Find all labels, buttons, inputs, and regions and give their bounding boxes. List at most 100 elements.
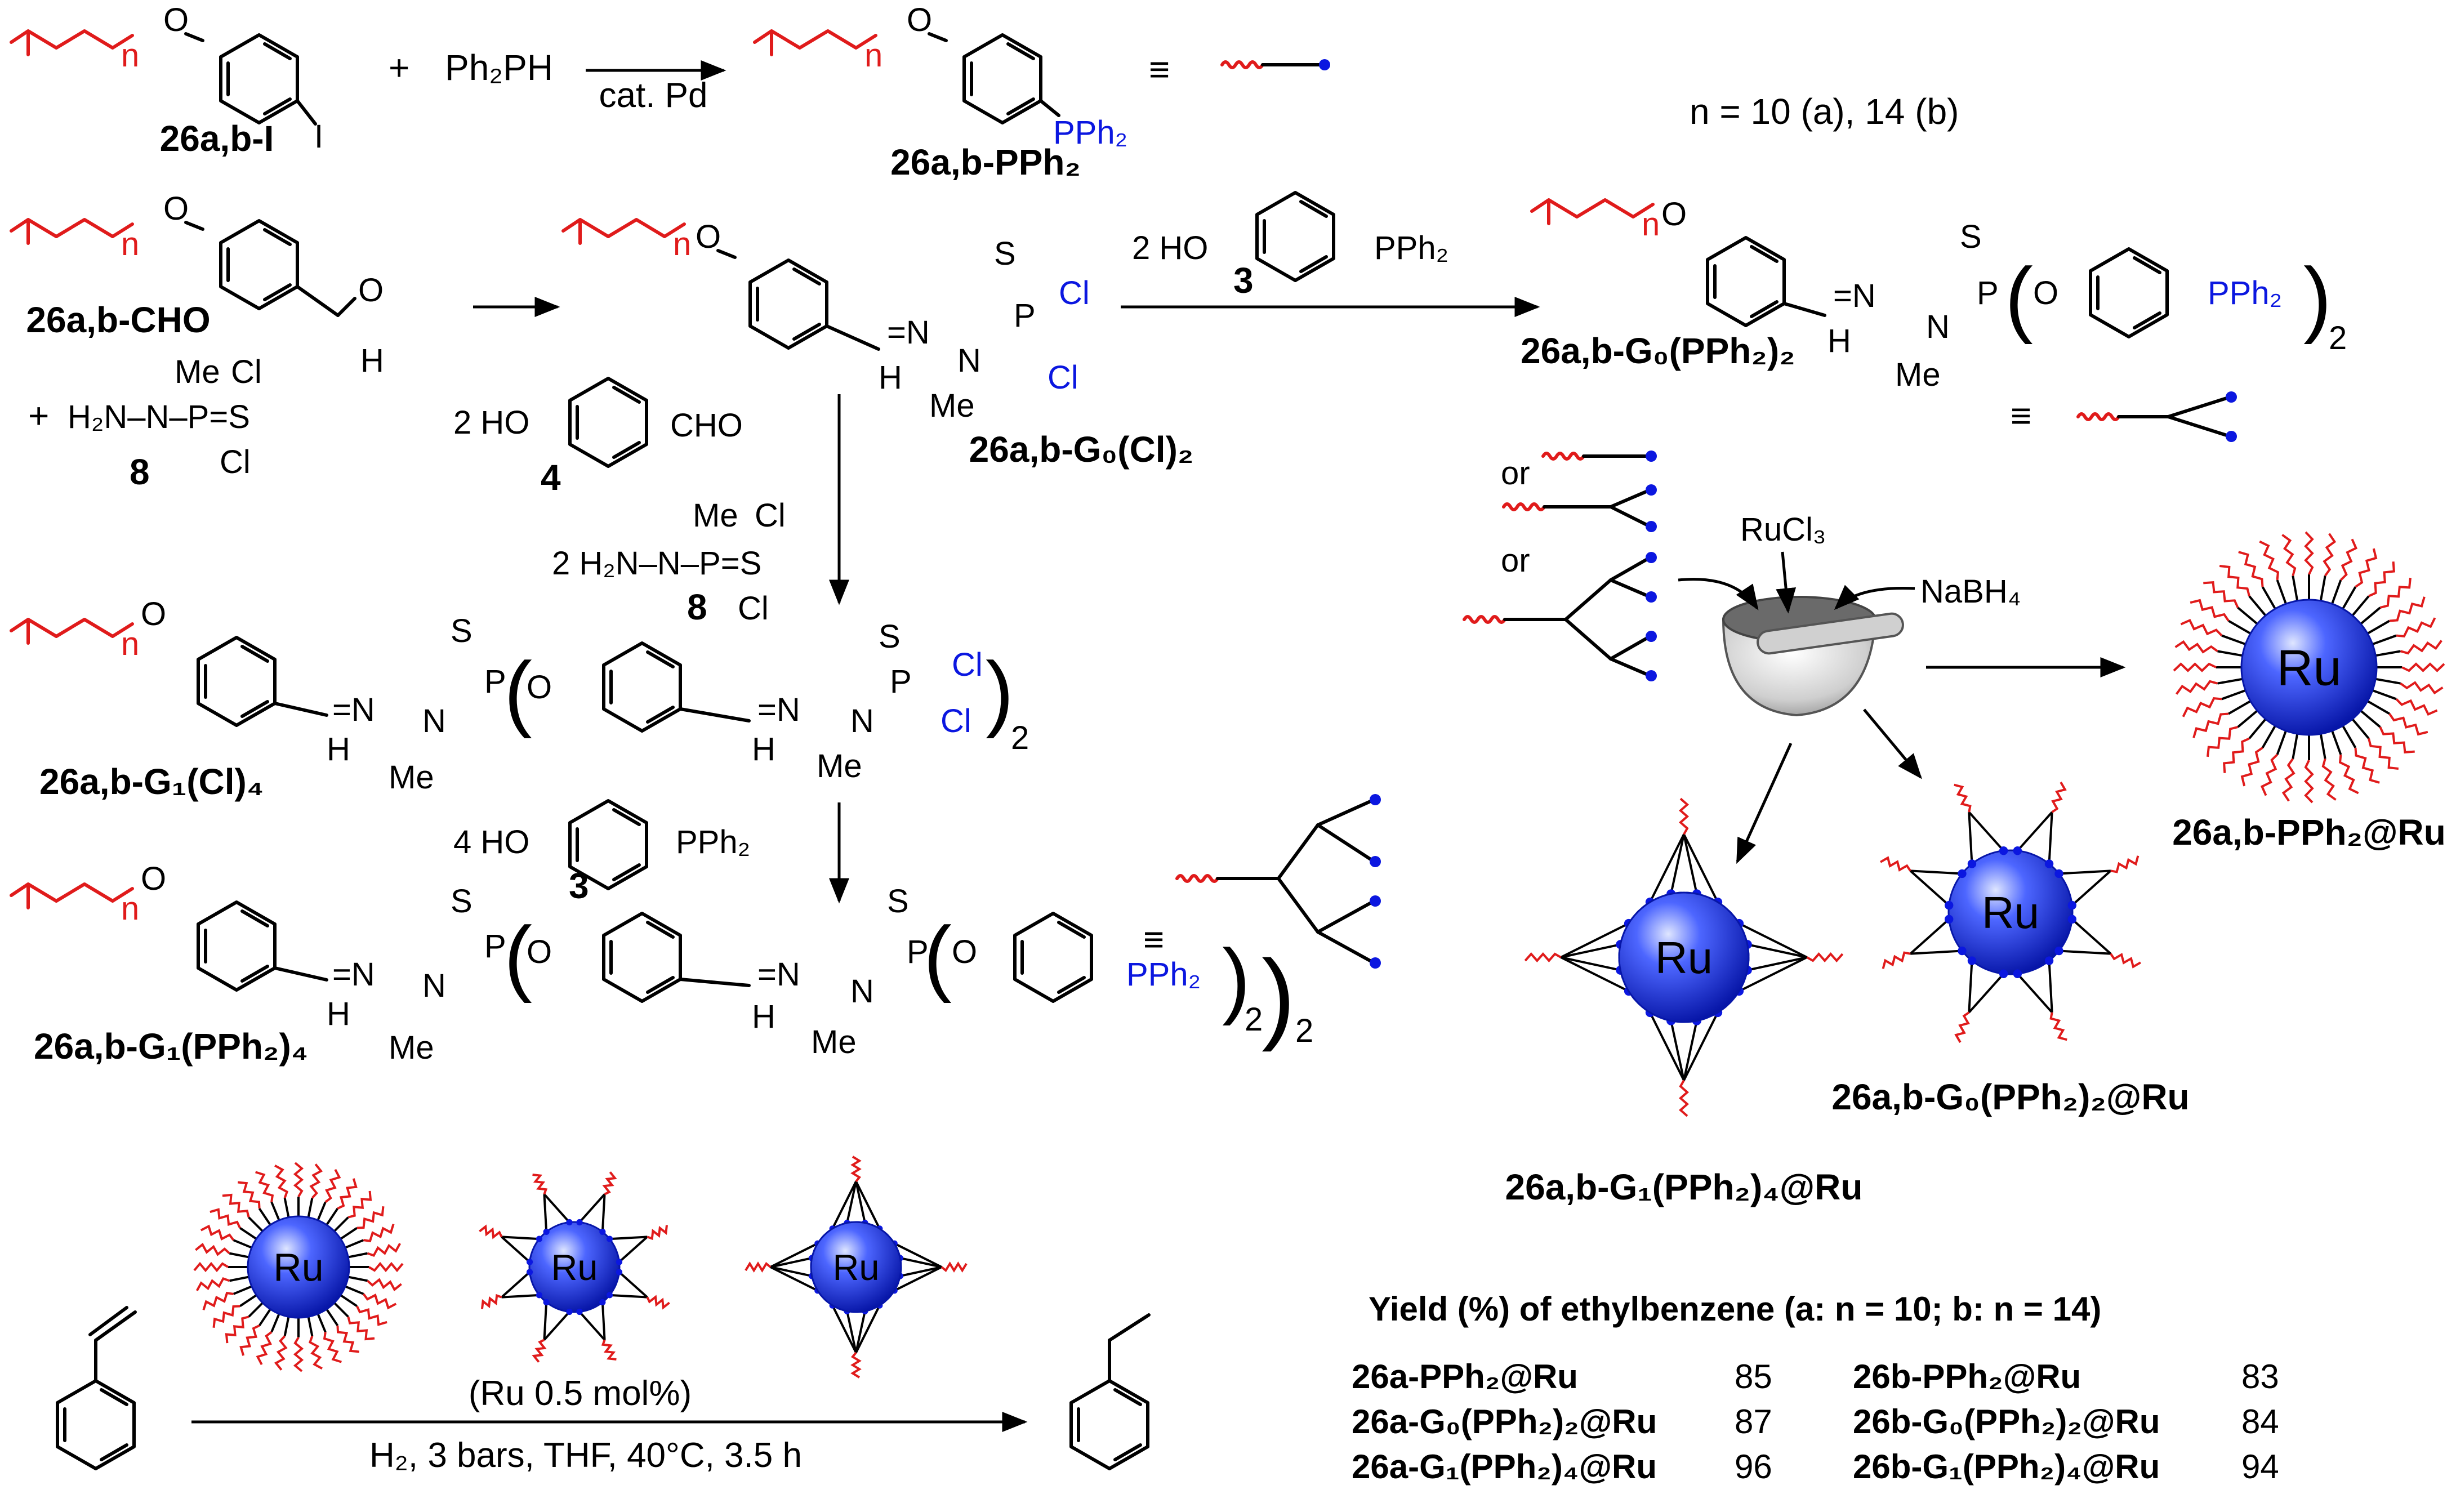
svg-text:n: n [121,890,139,927]
alkyl-chain [200,1224,235,1241]
svg-text:Me: Me [1895,356,1941,393]
ligand-spoke [2319,733,2326,759]
alkyl-chain [2174,640,2218,654]
alkyl-chain [2340,538,2358,581]
ru-label: Ru [1982,887,2039,938]
svg-text:(: ( [924,909,952,1003]
ligand-spoke [2360,606,2381,625]
svg-text:2: 2 [2329,320,2347,356]
ligand-spoke [2342,725,2357,748]
alkyl-chain [2219,565,2250,597]
ligand-spoke [2261,586,2276,610]
ru-label: Ru [2276,640,2341,697]
label-26-PPh2: 26a,b-PPh₂ [890,142,1081,182]
alkyl-chain [2110,855,2139,873]
ligand-branch [846,1310,857,1353]
alkyl-chain [2180,618,2223,636]
ligand-glyph-g0: ≡ [2011,391,2237,442]
svg-text:+: + [28,395,49,436]
ligand-branch [1683,833,1719,903]
ligand-branch [543,1302,548,1340]
alkyl-chain [2207,726,2239,757]
svg-text:(: ( [2005,250,2033,345]
svg-text:Me: Me [693,497,738,534]
svg-text:Cl: Cl [1059,275,1090,311]
yield-row-catalyst: 26b-G₁(PPh₂)₄@Ru [1853,1448,2160,1486]
ru-core [1947,849,2074,975]
ligand-spoke [345,1285,364,1295]
ligand-spoke [317,1313,327,1333]
ligand-spoke [2360,710,2381,728]
svg-text:PPh₂: PPh₂ [1126,956,1201,993]
yield-row-value: 94 [2241,1448,2279,1486]
alkyl-chain [2173,662,2217,672]
ligand-spoke [317,1201,327,1221]
catalyst-pph2-ru: Ru [193,1162,404,1372]
svg-text:H: H [752,998,775,1035]
ligand-branch [2071,869,2112,907]
reagent-3-mid: 4 HO PPh₂ 3 [453,801,750,906]
svg-text:=N: =N [757,692,800,728]
ligand-spoke [233,1239,252,1249]
ligand-branch [1560,956,1629,992]
svg-text:Cl: Cl [755,497,786,534]
alkyl-chain [202,1291,234,1310]
ligand-branch [1747,956,1807,971]
phosphine-site [1967,859,1977,868]
compound-26-CHO: n O O H 26a,b-CHO [11,190,384,379]
svg-text:N: N [850,973,874,1010]
alkyl-chain [2190,599,2230,622]
phosphine-site [566,1219,573,1226]
svg-text:): ) [986,644,1014,739]
alkyl-chain [368,1261,404,1273]
ligand-spoke [347,1252,368,1259]
svg-text:P: P [1977,275,1999,311]
svg-text:3: 3 [1233,260,1254,301]
ligand-branch [899,1257,942,1268]
svg-text:S: S [887,883,909,920]
svg-text:O: O [952,934,977,970]
alkyl-chain [239,1324,260,1356]
phosphine-site [599,1228,606,1236]
alkyl-chain [940,1261,968,1273]
ligand-spoke [2248,595,2267,617]
alkyl-chain [195,1277,230,1291]
phosphine-site [536,1292,543,1299]
ligand-spoke [2217,650,2243,657]
ligand-branch [578,1311,606,1341]
ligand-spoke [270,1313,280,1333]
ligand-branch [1909,869,1950,907]
ligand-spoke [333,1302,349,1318]
alkyl-chain [1806,952,1844,963]
alkyl-chain [255,1171,274,1202]
ligand-branch [609,1294,648,1299]
ligand-glyph-g1: ≡ [1143,794,1381,969]
ligand-branch [543,1194,548,1232]
alkyl-chain [2110,953,2141,969]
svg-text:Cl: Cl [738,590,769,627]
svg-text:n: n [864,37,882,74]
nanoparticle-g1-ru: Ru [1524,797,1844,1117]
n-subscript: n [121,37,139,74]
svg-text:H: H [327,996,350,1032]
svg-text:Cl: Cl [952,646,983,683]
ligand-branch [1968,811,2005,852]
svg-text:Cl: Cl [940,703,971,739]
svg-text:P: P [907,934,929,970]
label-26-G1-PPh2-4: 26a,b-G₁(PPh₂)₄ [34,1026,308,1067]
ligand-branch [2016,811,2053,852]
ligand-branch [855,1305,881,1353]
svg-text:P: P [484,928,506,965]
ligand-branch [1560,922,1629,958]
ligand-spoke [2228,619,2252,635]
svg-text:≡: ≡ [1143,919,1164,960]
svg-text:H: H [327,731,350,768]
ligand-branch [601,1194,606,1232]
svg-text:O: O [141,860,166,897]
alkyl-chain [347,1316,375,1341]
phosphine-site [2013,846,2022,855]
alkyl-chain [362,1293,397,1310]
compound-26-G0-PPh2-2: n O =N H N P S Me ( O PPh₂ ) 2 26a,b-G₀(… [1521,196,2347,393]
ligand-spoke [307,1316,314,1336]
